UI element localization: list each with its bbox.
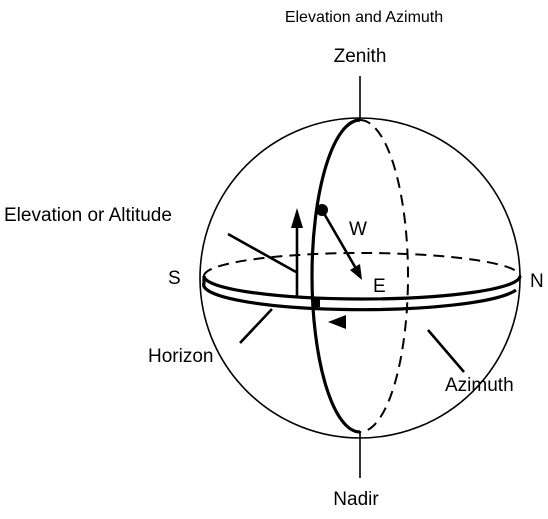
meridian-front-half <box>310 118 361 434</box>
diagram-title: Elevation and Azimuth <box>285 9 443 26</box>
south-label: S <box>168 268 181 289</box>
horizon-back-half <box>203 252 521 277</box>
horizon-ring-front <box>202 275 522 301</box>
meridian-horizon-marker <box>312 299 320 307</box>
west-label: W <box>349 219 367 240</box>
horizon-ring-inner <box>202 276 517 312</box>
east-label: E <box>373 276 386 297</box>
horizon-leader-line <box>239 308 273 344</box>
horizon-label: Horizon <box>148 346 213 367</box>
meridian-back-half <box>359 119 409 433</box>
azimuth-leader-line <box>427 329 465 373</box>
azimuth-arrowhead <box>328 315 346 329</box>
nadir-label: Nadir <box>333 489 379 510</box>
star-direction-line <box>320 209 360 273</box>
zenith-label: Zenith <box>334 46 387 67</box>
north-label: N <box>530 271 544 292</box>
elevation-label: Elevation or Altitude <box>4 205 172 226</box>
elevation-leader-line <box>227 232 297 274</box>
elevation-arrowhead <box>291 208 303 228</box>
star-direction-arrowhead <box>350 264 362 280</box>
azimuth-label: Azimuth <box>445 375 514 396</box>
